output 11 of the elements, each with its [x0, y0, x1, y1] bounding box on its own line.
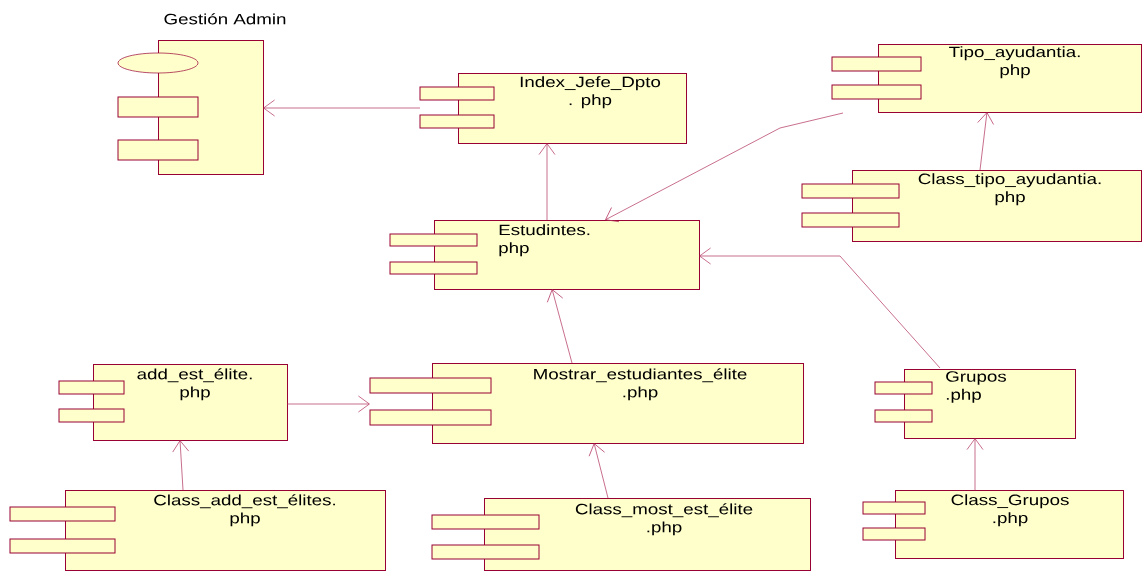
arrow — [966, 438, 984, 491]
arrow — [699, 247, 941, 369]
arrow — [538, 143, 556, 221]
arrow — [263, 99, 421, 117]
arrow — [977, 112, 994, 171]
arrow — [605, 112, 844, 223]
arrow — [172, 440, 190, 491]
arrow — [286, 395, 370, 413]
arrow — [546, 289, 573, 364]
component-title: Gestión Admin — [164, 13, 286, 25]
arrow — [588, 443, 609, 499]
